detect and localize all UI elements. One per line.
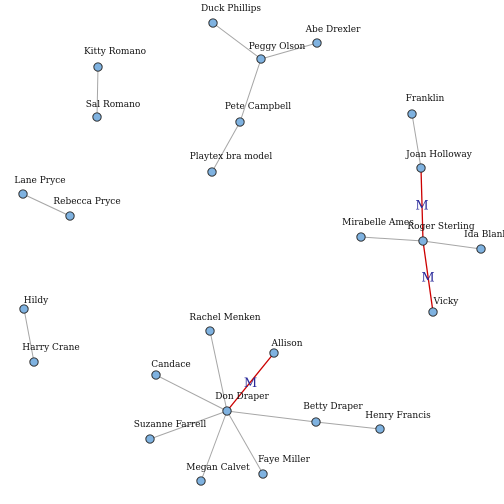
- node-label-betty: Betty Draper: [303, 402, 363, 412]
- node-label-hildy: Hildy: [24, 296, 49, 306]
- node-megan: [196, 476, 206, 486]
- edge-label-roger-vicky: M: [421, 271, 434, 286]
- node-suzanne: [145, 434, 155, 444]
- node-label-abe: Abe Drexler: [305, 25, 362, 35]
- edge-betty-henry: [315, 421, 381, 430]
- node-franklin: [407, 109, 417, 119]
- node-label-faye: Faye Miller: [258, 455, 310, 465]
- node-mirabelle: [356, 232, 366, 242]
- node-rebecca: [65, 211, 75, 221]
- edge-pete-playtex: [211, 121, 241, 173]
- edge-abe-peggy: [260, 42, 318, 60]
- node-label-sal: Sal Romano: [86, 100, 141, 110]
- node-label-kitty: Kitty Romano: [84, 47, 146, 57]
- node-allison: [269, 348, 279, 358]
- node-label-peggy: Peggy Olson: [249, 42, 306, 52]
- edge-franklin-joan: [411, 113, 422, 169]
- node-label-rachel: Rachel Menken: [189, 313, 260, 323]
- node-sal: [92, 112, 102, 122]
- edge-hildy-harry: [23, 308, 35, 363]
- edge-duck-peggy: [212, 22, 262, 60]
- edge-label-allison-don: M: [244, 376, 257, 391]
- node-kitty: [93, 62, 103, 72]
- edge-don-megan: [200, 410, 228, 482]
- node-label-ida: Ida Blank: [464, 230, 504, 240]
- node-candace: [151, 370, 161, 380]
- node-label-joan: Joan Holloway: [405, 150, 473, 160]
- node-ida: [476, 244, 486, 254]
- node-label-roger: Roger Sterling: [407, 222, 474, 232]
- node-label-franklin: Franklin: [406, 94, 445, 104]
- edge-don-faye: [226, 410, 264, 475]
- node-duck: [208, 18, 218, 28]
- node-label-rebecca: Rebecca Pryce: [53, 197, 120, 207]
- node-label-playtex: Playtex bra model: [190, 152, 273, 162]
- node-label-candace: Candace: [151, 360, 191, 370]
- node-playtex: [207, 167, 217, 177]
- edges-layer: [22, 22, 482, 482]
- edge-allison-don: [226, 352, 275, 412]
- edge-lane-rebecca: [22, 193, 71, 217]
- node-label-mirabelle: Mirabelle Ames: [342, 218, 414, 228]
- node-lane: [18, 189, 28, 199]
- node-label-duck: Duck Phillips: [201, 4, 261, 14]
- edge-roger-ida: [422, 240, 482, 250]
- node-betty: [311, 417, 321, 427]
- nodes-layer: [18, 18, 486, 486]
- edge-label-joan-roger: M: [415, 199, 428, 214]
- node-faye: [258, 469, 268, 479]
- edge-don-betty: [226, 410, 317, 423]
- edge-roger-vicky: [422, 240, 434, 313]
- node-harry: [29, 357, 39, 367]
- node-label-megan: Megan Calvet: [186, 463, 250, 473]
- edge-peggy-pete: [239, 58, 262, 123]
- node-joan: [416, 163, 426, 173]
- edge-joan-roger: [420, 167, 424, 242]
- node-peggy: [256, 54, 266, 64]
- node-abe: [312, 38, 322, 48]
- node-label-pete: Pete Campbell: [225, 102, 291, 112]
- node-label-harry: Harry Crane: [22, 343, 79, 353]
- edge-candace-don: [155, 374, 228, 412]
- node-rachel: [205, 326, 215, 336]
- node-label-don: Don Draper: [215, 392, 269, 402]
- node-label-lane: Lane Pryce: [14, 176, 65, 186]
- edge-rachel-don: [209, 330, 228, 412]
- node-pete: [235, 117, 245, 127]
- edge-mirabelle-roger: [360, 236, 424, 242]
- node-henry: [375, 424, 385, 434]
- node-hildy: [19, 304, 29, 314]
- edge-don-suzanne: [149, 410, 228, 440]
- node-label-henry: Henry Francis: [365, 411, 431, 421]
- node-label-vicky: Vicky: [433, 297, 460, 307]
- node-label-allison: Allison: [271, 339, 303, 349]
- node-vicky: [428, 307, 438, 317]
- node-roger: [418, 236, 428, 246]
- edge-kitty-sal: [96, 66, 99, 118]
- node-label-suzanne: Suzanne Farrell: [134, 420, 207, 430]
- edge-labels-layer: M M M: [244, 199, 435, 392]
- node-don: [222, 406, 232, 416]
